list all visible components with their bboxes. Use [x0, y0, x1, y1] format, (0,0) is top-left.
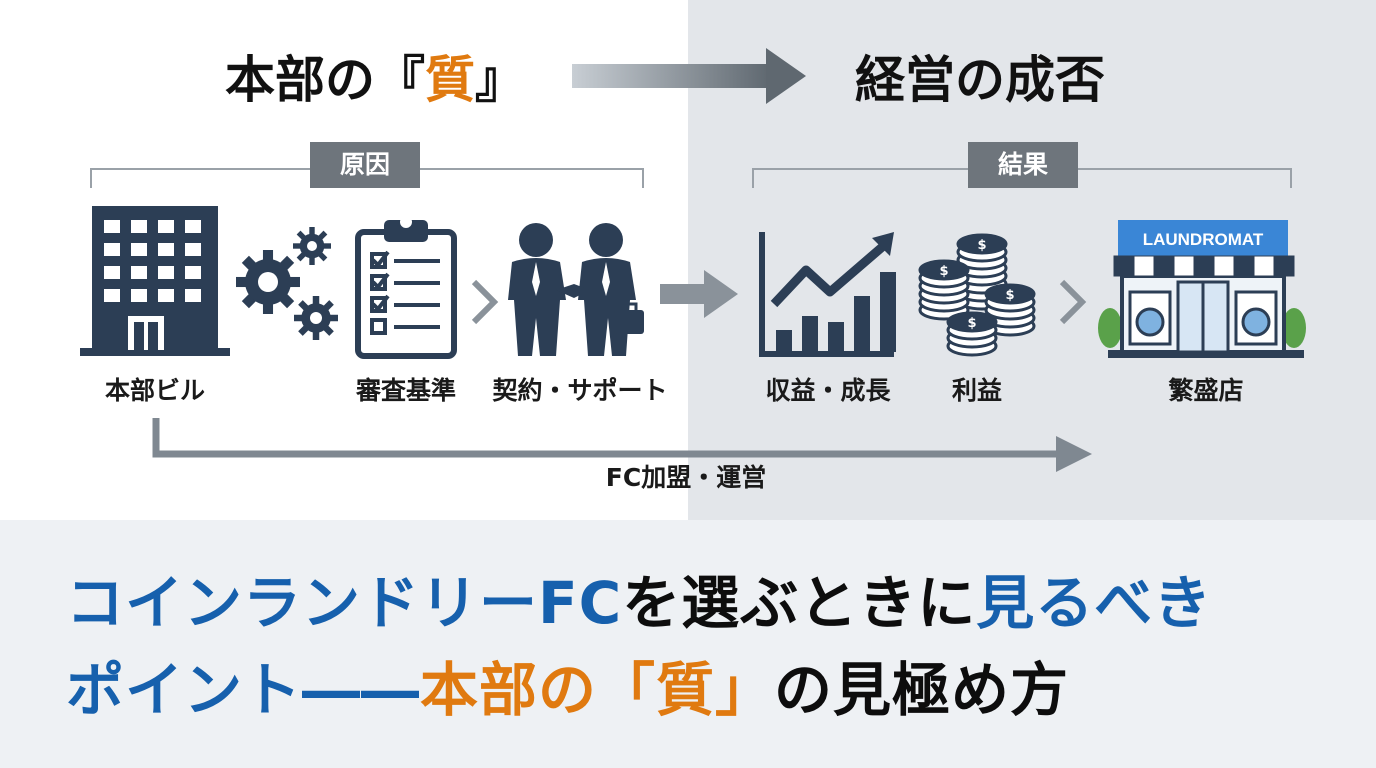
middle-arrow-icon	[660, 270, 738, 318]
handshake-icon	[508, 223, 644, 356]
building-window	[104, 243, 120, 256]
title-l1-p3: 見るべき	[976, 569, 1213, 637]
checkbox	[370, 318, 387, 335]
gear-hole	[310, 312, 322, 324]
checkmark	[371, 294, 390, 313]
awning-stripe	[1173, 255, 1195, 277]
gear-tooth	[312, 331, 320, 340]
gear-tooth	[312, 296, 320, 305]
awning-stripe	[1193, 255, 1215, 277]
growth-chart-icon	[759, 232, 896, 357]
label-screening: 審査基準	[355, 376, 457, 405]
coin-top	[920, 261, 968, 279]
awning-stripe	[1113, 255, 1135, 277]
flow-label: FC加盟・運営	[605, 463, 767, 492]
label-contract-support: 契約・サポート	[492, 376, 668, 405]
label-thriving-store: 繁盛店	[1168, 376, 1244, 405]
heading-left-prefix: 本部の『	[225, 51, 425, 109]
gears-icon	[236, 227, 338, 340]
tag-result: 結果	[968, 142, 1078, 188]
washer-right-icon	[1234, 290, 1278, 346]
title-l2-p2: 本部の「質」	[420, 656, 775, 724]
awning-stripe	[1213, 255, 1235, 277]
gear-tooth	[262, 250, 274, 264]
title-line-1: コインランドリーFCを選ぶときに見るべき	[66, 565, 1212, 641]
building-window	[131, 220, 147, 233]
building-icon	[80, 206, 230, 356]
building-window	[185, 266, 201, 279]
awning-stripe	[1133, 255, 1155, 277]
gear-hole	[307, 241, 317, 251]
heading-business-outcome: 経営の成否	[855, 51, 1105, 109]
building-window	[185, 289, 201, 302]
label-profit: 利益	[951, 376, 1003, 405]
bottom-flow-arrow-icon	[152, 418, 1092, 472]
chart-bar	[854, 296, 870, 352]
chevron-right-icon-2	[1059, 279, 1087, 325]
building-window	[104, 266, 120, 279]
heading-hq-quality: 本部の『質』	[225, 48, 525, 112]
awning-stripe	[1233, 255, 1255, 277]
title-line-2: ポイント――本部の「質」の見極め方	[66, 652, 1069, 728]
building-window	[158, 243, 174, 256]
building-window	[158, 289, 174, 302]
awning-stripe	[1273, 255, 1295, 277]
coin-symbol: $	[1005, 288, 1014, 303]
coin-top	[986, 285, 1034, 303]
tag-cause: 原因	[310, 142, 420, 188]
building-window	[185, 243, 201, 256]
diagram-graphics: $ $ $ $ LAUNDROMAT	[80, 48, 1306, 472]
gear-hole	[258, 272, 278, 292]
title-l1-p2: を選ぶときに	[622, 569, 977, 637]
title-l2-p1: ポイント――	[66, 656, 421, 724]
building-window	[158, 220, 174, 233]
title-l1-p1: コインランドリーFC	[66, 569, 623, 637]
coin-top	[948, 313, 996, 331]
coin-symbol: $	[939, 264, 948, 279]
gear-tooth	[309, 257, 315, 265]
chevron-right-icon	[471, 279, 499, 325]
building-window	[185, 220, 201, 233]
gear-tooth	[323, 243, 331, 249]
chart-bar	[880, 272, 896, 352]
checkmark	[371, 250, 390, 269]
gear-tooth	[309, 227, 315, 235]
label-hq-building: 本部ビル	[104, 376, 206, 405]
heading-left-accent: 質	[425, 51, 475, 109]
building-window	[131, 289, 147, 302]
clipboard-checklist-icon	[355, 216, 457, 359]
coin-symbol: $	[967, 316, 976, 331]
gear-tooth	[294, 314, 303, 322]
building-window	[131, 266, 147, 279]
building-window	[158, 266, 174, 279]
gear-tooth	[329, 314, 338, 322]
laundromat-store-icon: LAUNDROMAT	[1098, 220, 1306, 358]
title-banner	[0, 520, 1376, 768]
chart-bar	[828, 322, 844, 352]
coin-stacks-icon: $ $ $ $	[918, 233, 1036, 357]
chart-bar	[776, 330, 792, 352]
coin-symbol: $	[977, 238, 986, 253]
gear-tooth	[262, 300, 274, 314]
coin-top	[958, 235, 1006, 253]
checkmark	[371, 272, 390, 291]
title-l2-p3: の見極め方	[774, 656, 1070, 724]
building-window	[131, 243, 147, 256]
awning-stripe	[1153, 255, 1175, 277]
building-window	[104, 220, 120, 233]
heading-left-suffix: 』	[475, 51, 525, 109]
washer-left-icon	[1128, 290, 1172, 346]
chart-bar	[802, 316, 818, 352]
top-arrow-icon	[572, 48, 806, 104]
building-window	[104, 289, 120, 302]
awning-stripe	[1253, 255, 1275, 277]
store-sign: LAUNDROMAT	[1143, 230, 1264, 249]
gear-tooth	[293, 243, 301, 249]
label-revenue-growth: 収益・成長	[765, 376, 891, 405]
